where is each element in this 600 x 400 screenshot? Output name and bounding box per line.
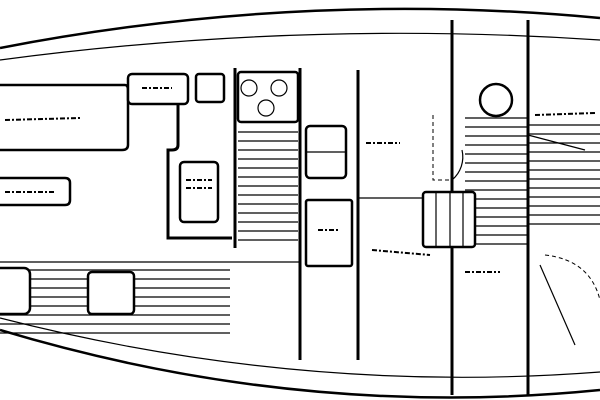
doors <box>433 115 600 345</box>
cabin-sole-grating <box>0 118 600 333</box>
labels-scribbles <box>366 113 595 272</box>
head-toilet <box>480 84 512 116</box>
sink-unit <box>306 126 352 266</box>
armchairs <box>0 268 134 314</box>
galley-counter <box>168 104 232 238</box>
companionway-steps <box>423 192 475 247</box>
small-locker <box>196 74 224 102</box>
saloon-settee-berth <box>0 85 128 150</box>
locker-top <box>128 74 188 104</box>
hull-outline <box>0 9 600 398</box>
stove <box>238 72 298 122</box>
saloon-table <box>0 178 70 205</box>
